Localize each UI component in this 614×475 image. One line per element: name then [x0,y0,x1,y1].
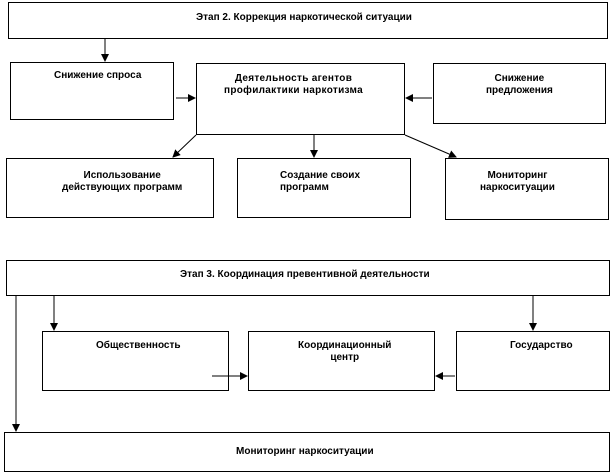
stage2-monitoring-box [445,158,609,220]
arrow-agents-to-monitoring [404,134,457,158]
arrow-agents-to-existing [172,134,197,158]
existing-programs-box [6,158,214,218]
demand-reduction-label: Снижение спроса [54,70,142,81]
existing-programs-label: Использование действующих программ [62,170,183,193]
own-programs-label: Создание своих программ [280,170,360,193]
public-label: Общественность [96,340,181,351]
agents-activity-label: Деятельность агентов профилактики наркот… [224,73,363,96]
agents-activity-box [196,63,405,135]
stage3-title: Этап 3. Координация превентивной деятель… [180,269,430,280]
own-programs-box [237,158,411,218]
stage2-monitoring-label: Мониторинг наркоситуации [480,170,555,193]
supply-reduction-label: Снижение предложения [486,73,553,96]
public-box [42,331,229,391]
stage2-title: Этап 2. Коррекция наркотической ситуации [196,12,412,23]
coordination-center-label: Координационный центр [298,340,392,363]
stage3-title-box [6,260,610,296]
supply-reduction-box [433,63,606,124]
stage3-monitoring-box [4,432,610,472]
state-box [456,331,610,391]
stage3-monitoring-label: Мониторинг наркоситуации [236,446,374,457]
coordination-center-box [248,331,435,391]
state-label: Государство [510,340,573,351]
stage2-title-box [8,2,608,39]
demand-reduction-box [10,62,174,120]
